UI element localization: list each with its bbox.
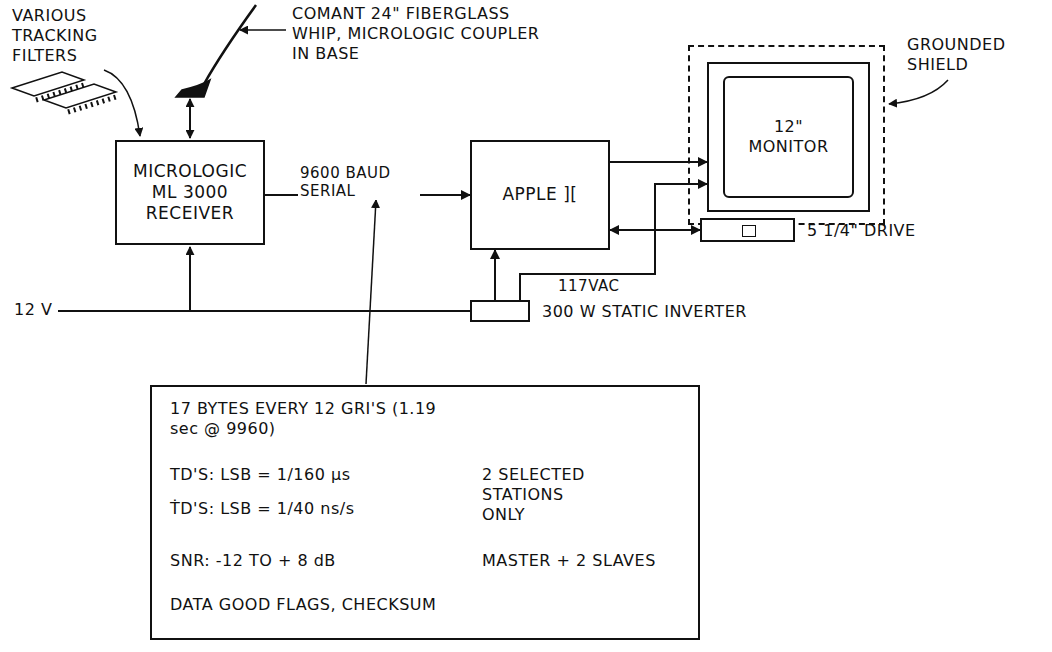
callout-label: VARIOUS TRACKING FILTERS	[12, 6, 124, 66]
computer-box: APPLE ][	[470, 140, 610, 250]
node-label: 12" MONITOR	[747, 117, 831, 157]
disk-drive: 5 1/4" DRIVE	[700, 218, 795, 242]
node-label: APPLE ][	[485, 184, 595, 205]
filter-leader	[104, 70, 140, 136]
signal-connector	[610, 161, 707, 163]
signal-connector	[494, 250, 496, 300]
node-label: MICROLOGIC ML 3000 RECEIVER	[128, 161, 252, 225]
filter-chip	[44, 84, 116, 108]
callout-text: 17 BYTES EVERY 12 GRI'S (1.19 sec @ 9960…	[170, 399, 440, 439]
chip-pins	[68, 97, 116, 112]
power-wire	[58, 310, 470, 312]
callout-text: DATA GOOD FLAGS, CHECKSUM	[170, 595, 436, 615]
antenna-feed	[189, 99, 191, 138]
shield-enclosure: GROUNDED SHIELD12" MONITOR	[688, 45, 885, 225]
callout-text: MASTER + 2 SLAVES	[482, 551, 656, 571]
callout-text: TD'S: LSB = 1/160 µs	[170, 465, 350, 485]
callout-text: SNR: -12 TO + 8 dB	[170, 551, 336, 571]
callout-leader	[366, 200, 376, 384]
antenna-whip	[204, 5, 256, 84]
node-label: 300 W STATIC INVERTER	[542, 302, 747, 322]
connector-label: 9600 BAUD SERIAL	[298, 164, 420, 200]
node-label: 5 1/4" DRIVE	[807, 221, 916, 241]
shield-leader	[889, 80, 948, 104]
drive-slot	[742, 225, 756, 237]
connector-label: 117VAC	[556, 277, 621, 295]
callout-text: 2 SELECTED STATIONS ONLY	[482, 465, 612, 525]
node-label: GROUNDED SHIELD	[907, 35, 1027, 75]
callout-text: ṪD'S: LSB = 1/40 ns/s	[170, 499, 354, 519]
callout-label: COMANT 24" FIBERGLASS WHIP, MICROLOGIC C…	[292, 4, 562, 64]
power-wire	[189, 247, 191, 311]
monitor-box: 12" MONITOR	[707, 62, 870, 212]
info-callout: 17 BYTES EVERY 12 GRI'S (1.19 sec @ 9960…	[150, 385, 700, 640]
receiver-box: MICROLOGIC ML 3000 RECEIVER	[115, 140, 265, 245]
supply-label: 12 V	[14, 300, 52, 320]
monitor-screen: 12" MONITOR	[723, 76, 854, 198]
inverter-box: 300 W STATIC INVERTER	[470, 300, 530, 322]
antenna-leader	[240, 29, 286, 31]
